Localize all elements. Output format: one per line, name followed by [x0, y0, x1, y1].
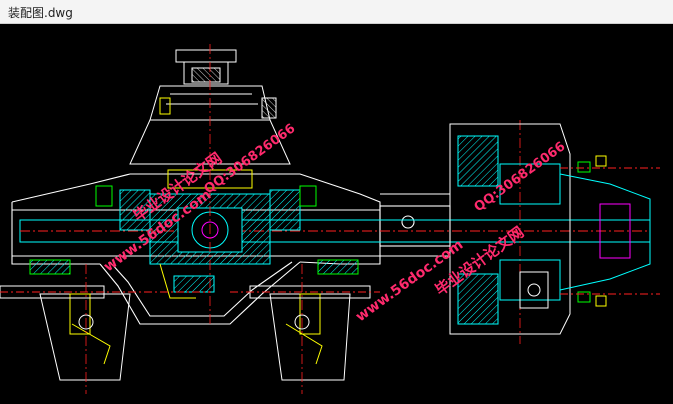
cad-drawing: 毕业设计论文网 www.56doc.com QQ:306826066 QQ:30… [0, 44, 660, 394]
wheel-hub-assembly [449, 123, 660, 335]
window-titlebar: 装配图.dwg [0, 0, 673, 24]
window-title: 装配图.dwg [8, 6, 73, 20]
axle-shaft [19, 219, 651, 243]
input-flange [129, 49, 291, 165]
left-bracket [0, 259, 210, 381]
drawing-canvas[interactable]: 毕业设计论文网 www.56doc.com QQ:306826066 QQ:30… [0, 24, 673, 404]
